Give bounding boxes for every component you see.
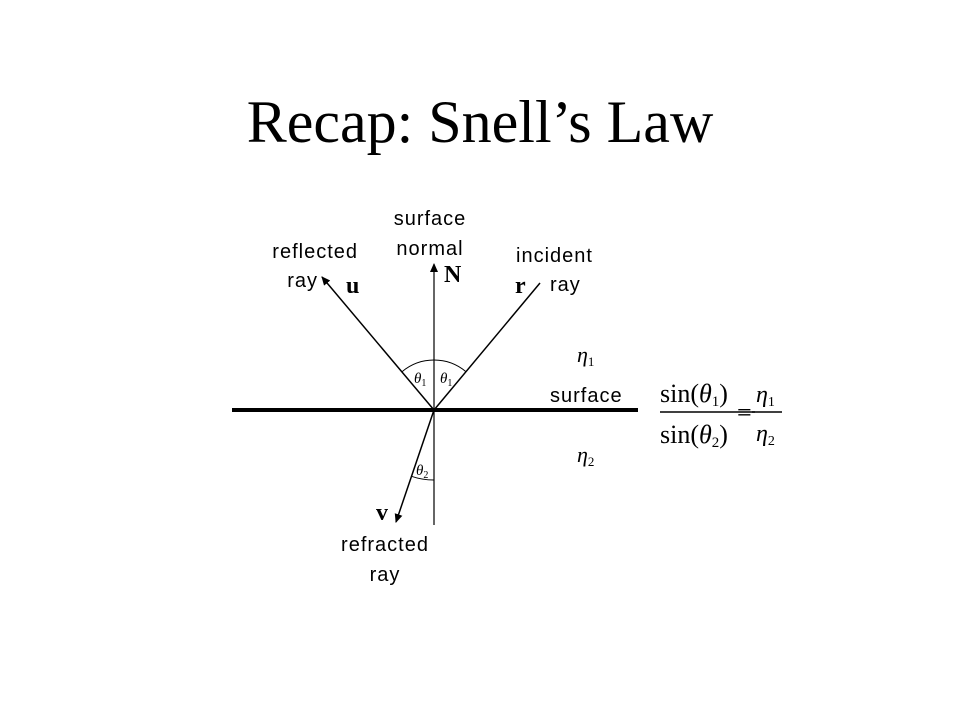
incident-ray-line	[433, 282, 541, 411]
lower-medium-eta: η2	[577, 442, 594, 469]
formula-equals: =	[737, 398, 752, 427]
upper-medium-eta: η1	[577, 342, 594, 369]
refracted-angle-label: θ2	[416, 463, 428, 481]
snell-formula: sin(θ1) sin(θ2) = η1 η2	[660, 379, 782, 451]
formula-eta-numerator: η1	[756, 382, 775, 410]
refracted-label-2: ray	[370, 564, 401, 586]
surface-normal-label-1: surface	[394, 208, 467, 230]
incident-angle-arc	[433, 359, 467, 373]
refracted-ray-line	[394, 409, 435, 523]
reflected-label-2: ray	[287, 270, 318, 292]
reflected-label-1: reflected	[272, 241, 358, 263]
reflected-vector-symbol: u	[346, 273, 359, 299]
incident-vector-symbol: r	[515, 273, 526, 299]
surface-label: surface	[550, 385, 623, 407]
incident-label-2: ray	[550, 274, 581, 296]
reflected-angle-label: θ1	[414, 371, 426, 389]
refracted-vector-symbol: v	[376, 500, 388, 526]
normal-vector-symbol: N	[444, 262, 462, 288]
surface-normal-label-2: normal	[396, 238, 463, 260]
refracted-label-1: refracted	[341, 534, 429, 556]
reflected-angle-arc	[401, 359, 435, 373]
formula-denominator: sin(θ2)	[660, 420, 728, 451]
formula-numerator: sin(θ1)	[660, 379, 728, 410]
reflected-ray-line	[321, 276, 435, 411]
slide-title: Recap: Snell’s Law	[246, 89, 714, 155]
refracted-angle-arc	[411, 475, 435, 481]
incident-angle-label: θ1	[440, 371, 452, 389]
incident-label-1: incident	[516, 245, 593, 267]
formula-eta-denominator: η2	[756, 421, 775, 449]
